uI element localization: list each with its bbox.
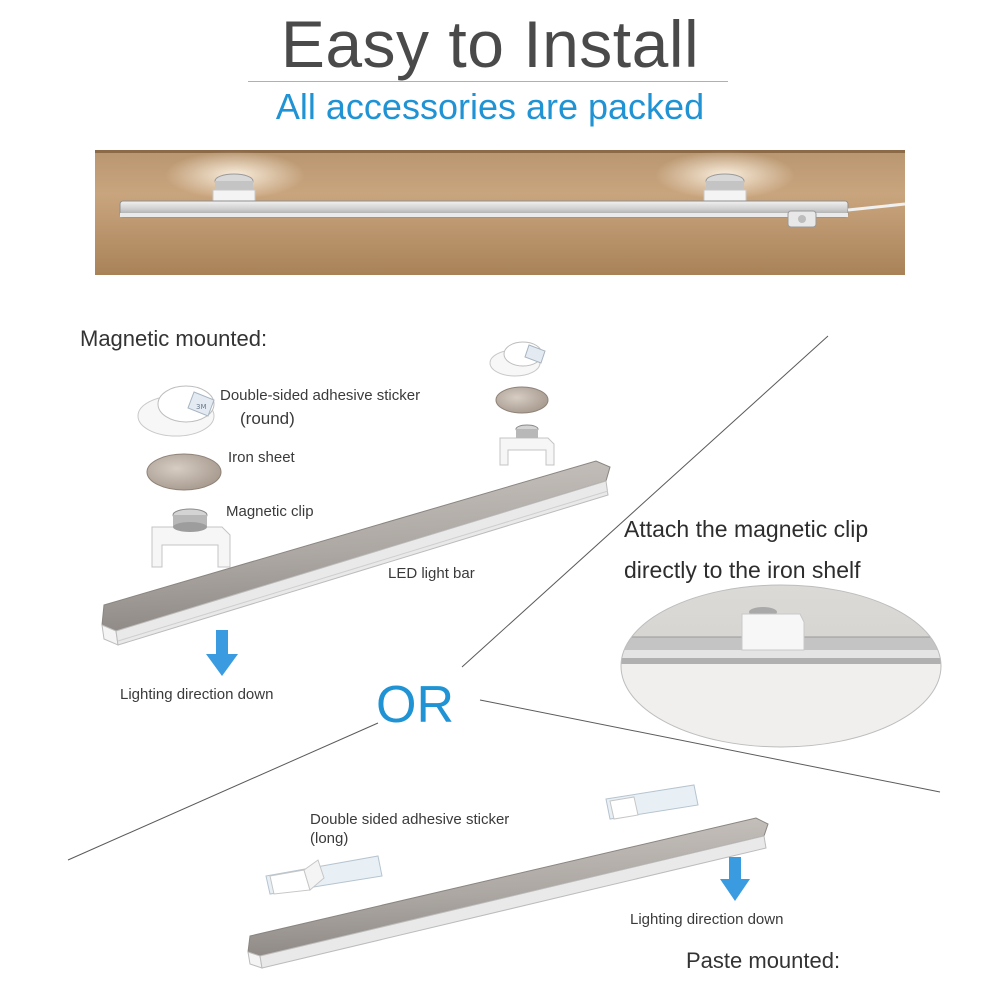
magnetic-clip-label: Magnetic clip <box>226 503 314 520</box>
iron-sheet-icon-small <box>495 386 549 414</box>
led-light-bar-label: LED light bar <box>388 565 475 582</box>
iron-sheet-icon <box>146 453 222 491</box>
photo-clip-left <box>212 173 256 205</box>
attach-clip-line1: Attach the magnetic clip <box>624 516 869 542</box>
page-subtitle: All accessories are packed <box>275 86 705 127</box>
led-light-bar-image <box>101 460 611 646</box>
title-divider <box>248 81 728 82</box>
round-sticker-icon-small <box>489 341 546 377</box>
long-sticker-label: Double sided adhesive sticker <box>310 811 510 828</box>
round-sticker-sublabel: (round) <box>240 409 295 428</box>
magnetic-clip-icon <box>151 508 231 568</box>
svg-text:3M: 3M <box>196 403 207 411</box>
round-sticker-icon: 3M <box>137 385 215 437</box>
clip-on-shelf-photo <box>620 584 942 748</box>
long-sticker-icon <box>265 855 383 895</box>
arrow-down-icon-paste <box>720 857 750 901</box>
round-sticker-label: Double-sided adhesive sticker <box>220 387 421 404</box>
long-sticker-icon-small <box>605 784 699 820</box>
iron-sheet-label: Iron sheet <box>228 449 295 466</box>
long-sticker-sublabel: (long) <box>310 830 349 847</box>
magnetic-mounted-heading: Magnetic mounted: <box>80 326 268 351</box>
installed-bar-photo <box>95 150 905 275</box>
led-light-bar-image-paste <box>247 817 769 969</box>
lighting-direction-label-magnetic: Lighting direction down <box>120 686 274 703</box>
lighting-direction-label-paste: Lighting direction down <box>630 911 784 928</box>
arrow-down-icon <box>206 630 238 676</box>
page-title: Easy to Install <box>280 7 700 81</box>
or-divider-text: OR <box>376 676 454 734</box>
paste-mounted-heading: Paste mounted: <box>686 948 841 973</box>
photo-clip-right <box>703 173 747 205</box>
